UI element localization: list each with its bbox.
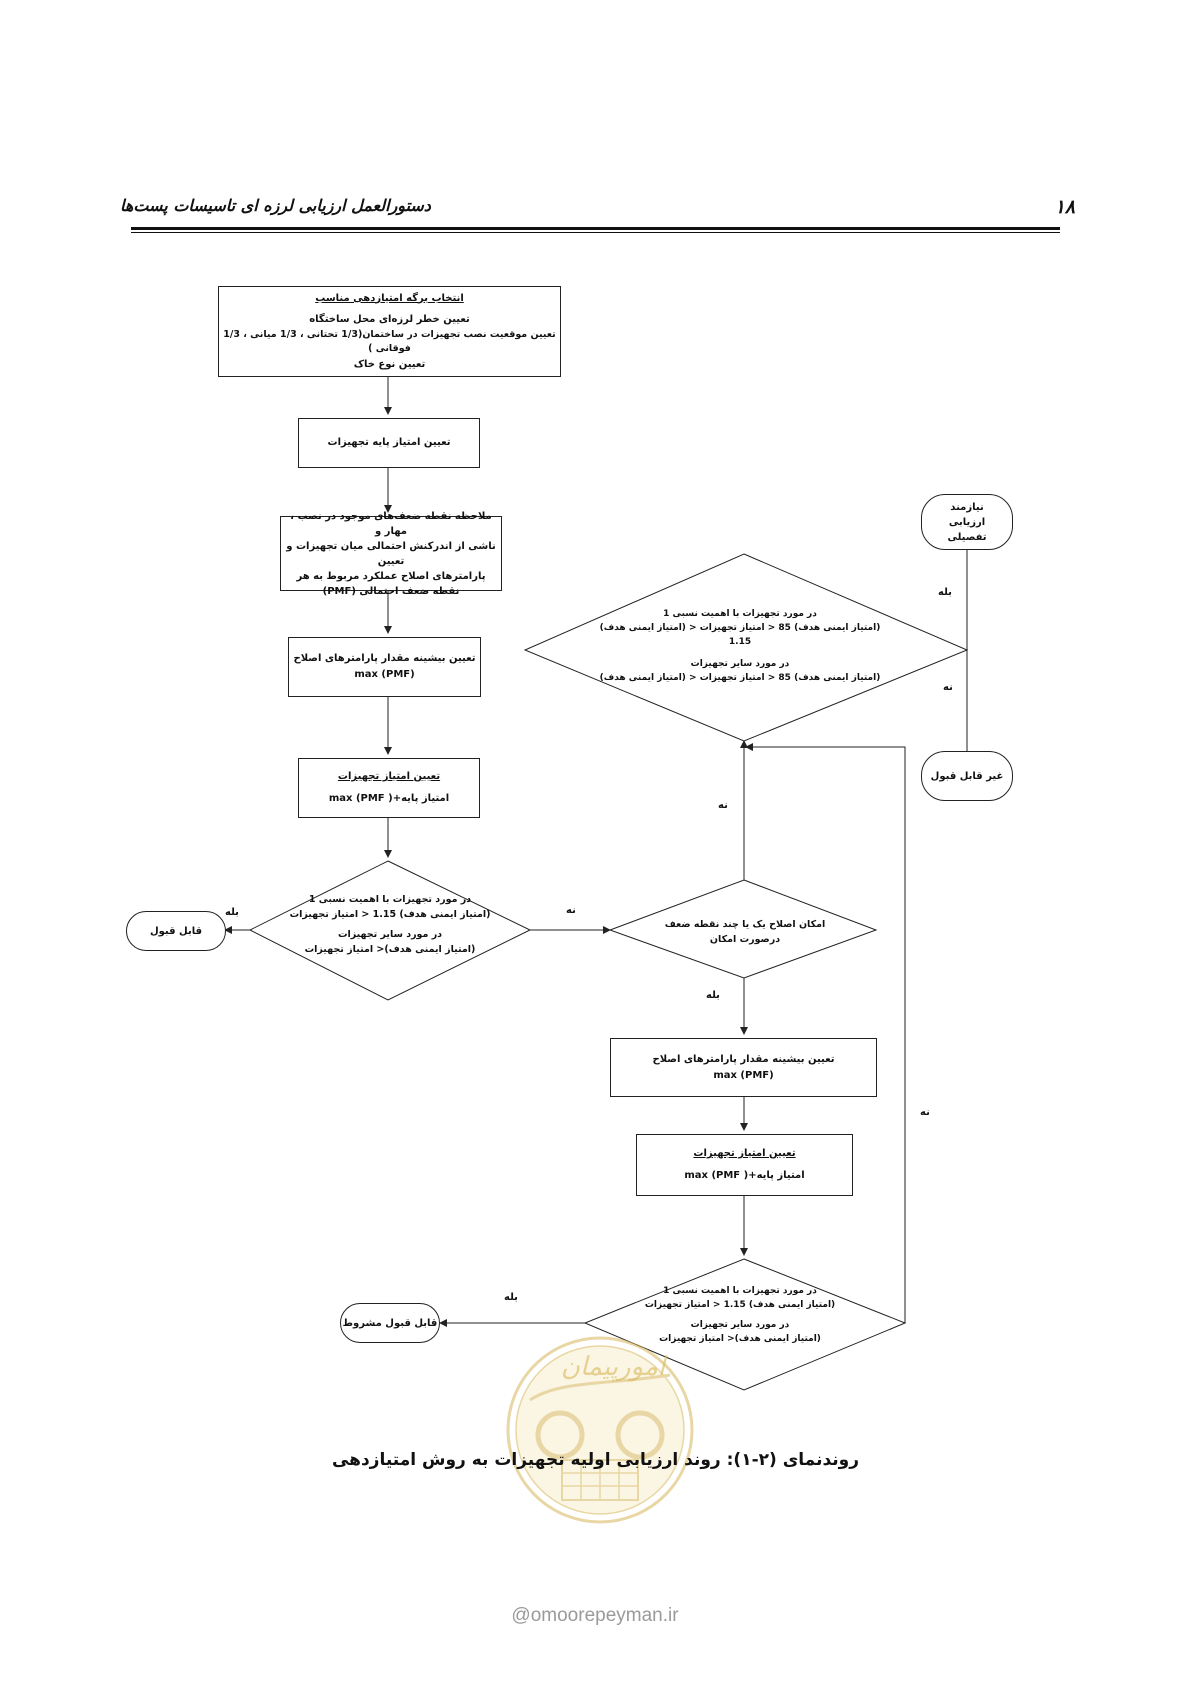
detailed-evaluation-terminal: نیازمند ارزیابی تفصیلی bbox=[921, 494, 1013, 550]
box6-line1: تعیین بیشینه مقدار پارامترهای اصلاح bbox=[652, 1053, 835, 1065]
diamond4-line3: در مورد سایر تجهیزات bbox=[690, 658, 790, 669]
box4-line2: max (PMF) bbox=[354, 669, 415, 680]
conditional-accept-terminal: قابل قبول مشروط bbox=[340, 1303, 440, 1343]
reject-text: غیر قابل قبول bbox=[930, 770, 1004, 782]
label-yes-diamond3: بله bbox=[504, 1292, 518, 1303]
box6-line2: max (PMF) bbox=[713, 1069, 774, 1081]
diamond1-line1: در مورد تجهیزات با اهمیت نسبی 1 bbox=[308, 894, 472, 905]
diamond3-line1: در مورد تجهیزات با اهمیت نسبی 1 bbox=[663, 1286, 817, 1296]
label-no-diamond4: نه bbox=[943, 682, 953, 693]
diamond4-line4: (امتیاز ایمنی هدف) 85 < امتیاز تجهیزات <… bbox=[599, 672, 881, 683]
box1-line2: تعیین موقعیت نصب تجهیزات در ساختمان(1/3 … bbox=[223, 328, 556, 355]
conditional-text: قابل قبول مشروط bbox=[342, 1317, 438, 1329]
box5-line1: امتیاز پایه+max (PMF ) bbox=[328, 793, 450, 804]
box3-line1: ملاحظه نقطه ضعف‌های موجود در نصب ، مهار … bbox=[290, 510, 492, 537]
box7-line1: امتیاز پایه+max (PMF ) bbox=[684, 1170, 805, 1181]
diamond1-line3: در مورد سایر تجهیزات bbox=[337, 929, 443, 941]
label-no-diamond2: نه bbox=[718, 800, 728, 811]
max-pmf-box-2: تعیین بیشینه مقدار پارامترهای اصلاح max … bbox=[610, 1038, 877, 1097]
watermark-seal bbox=[506, 1336, 694, 1524]
decision-diamond-1 bbox=[248, 860, 532, 1001]
select-score-sheet-box: انتخاب برگه امتیازدهی مناسب تعیین خطر لر… bbox=[218, 286, 561, 377]
figure-caption: روندنمای (۲-۱): روند ارزیابی اولیه تجهیز… bbox=[331, 1450, 860, 1470]
decision-diamond-3 bbox=[583, 1258, 907, 1391]
diamond3-text: در مورد تجهیزات با اهمیت نسبی 1 (امتیاز … bbox=[640, 1285, 840, 1347]
max-pmf-box: تعیین بیشینه مقدار پارامترهای اصلاح max … bbox=[288, 637, 481, 697]
diamond1-line2: (امتیاز ایمنی هدف) 1.15 < امتیاز تجهیزات bbox=[289, 908, 491, 920]
diamond4-line2: (امتیاز ایمنی هدف) 85 < امتیاز تجهیزات <… bbox=[599, 622, 881, 647]
box7-heading: تعیین امتیاز تجهیزات bbox=[693, 1148, 796, 1159]
label-yes-diamond2: بله bbox=[706, 990, 720, 1001]
base-score-box: تعیین امتیاز پایه تجهیزات bbox=[298, 418, 480, 468]
diamond4-text: در مورد تجهیزات با اهمیت نسبی 1 (امتیاز … bbox=[590, 608, 890, 686]
header-rule-thin bbox=[131, 232, 1060, 233]
box4-line1: تعیین بیشینه مقدار پارامترهای اصلاح bbox=[293, 653, 476, 664]
diamond2-line2: درصورت امکان bbox=[709, 933, 781, 945]
box3-line4: نقطه ضعف احتمالی (PMF) bbox=[322, 585, 460, 597]
label-no-diamond1: نه bbox=[566, 905, 576, 916]
diamond4-line1: در مورد تجهیزات با اهمیت نسبی 1 bbox=[663, 609, 817, 619]
box1-line3: تعیین نوع خاک bbox=[353, 358, 426, 370]
diamond3-line4: (امتیاز ایمنی هدف)< امتیاز تجهیزات bbox=[659, 1333, 821, 1344]
accept-terminal: قابل قبول bbox=[126, 911, 226, 951]
header-rule-thick bbox=[131, 227, 1060, 230]
page-number: ۱۸ bbox=[1054, 196, 1075, 218]
box3-line2: ناشی از اندرکنش احتمالی میان تجهیزات و ت… bbox=[286, 540, 496, 567]
box3-line3: پارامترهای اصلاح عملکرد مربوط به هر bbox=[296, 570, 486, 582]
document-title: دستورالعمل ارزیابی لرزه ای تاسیسات پست‌ه… bbox=[120, 196, 431, 215]
watermark-brand: امورپیمان bbox=[560, 1352, 666, 1382]
label-yes-accept: بله bbox=[225, 907, 239, 918]
watermark-website: @omoorepeyman.ir bbox=[511, 1605, 679, 1626]
decision-diamond-2 bbox=[608, 879, 878, 979]
detailed-text: نیازمند ارزیابی تفصیلی bbox=[947, 501, 987, 543]
diamond1-line4: (امتیاز ایمنی هدف)< امتیاز تجهیزات bbox=[304, 944, 476, 956]
equipment-score-box-2: تعیین امتیاز تجهیزات امتیاز پایه+max (PM… bbox=[636, 1134, 853, 1196]
box1-line1: تعیین خطر لرزه‌ای محل ساختگاه bbox=[309, 314, 470, 326]
equipment-score-box: تعیین امتیاز تجهیزات امتیاز پایه+max (PM… bbox=[298, 758, 480, 818]
label-yes-diamond4: بله bbox=[938, 587, 952, 598]
diamond2-text: امکان اصلاح یک یا چند نقطه ضعف درصورت ام… bbox=[650, 918, 840, 947]
label-no-diamond3: نه bbox=[920, 1107, 930, 1118]
box2-text: تعیین امتیاز پایه تجهیزات bbox=[327, 437, 451, 448]
box1-heading: انتخاب برگه امتیازدهی مناسب bbox=[315, 292, 464, 304]
accept-text: قابل قبول bbox=[149, 925, 203, 937]
diamond2-line1: امکان اصلاح یک یا چند نقطه ضعف bbox=[664, 919, 826, 930]
decision-diamond-4 bbox=[523, 553, 969, 742]
diamond3-line3: در مورد سایر تجهیزات bbox=[690, 1319, 790, 1330]
reject-terminal: غیر قابل قبول bbox=[921, 751, 1013, 801]
diamond1-text: در مورد تجهیزات با اهمیت نسبی 1 (امتیاز … bbox=[270, 893, 510, 958]
weakness-pmf-box: ملاحظه نقطه ضعف‌های موجود در نصب ، مهار … bbox=[280, 511, 502, 597]
box5-heading: تعیین امتیاز تجهیزات bbox=[337, 771, 441, 782]
diamond3-line2: (امتیاز ایمنی هدف) 1.15 < امتیاز تجهیزات bbox=[644, 1299, 836, 1310]
